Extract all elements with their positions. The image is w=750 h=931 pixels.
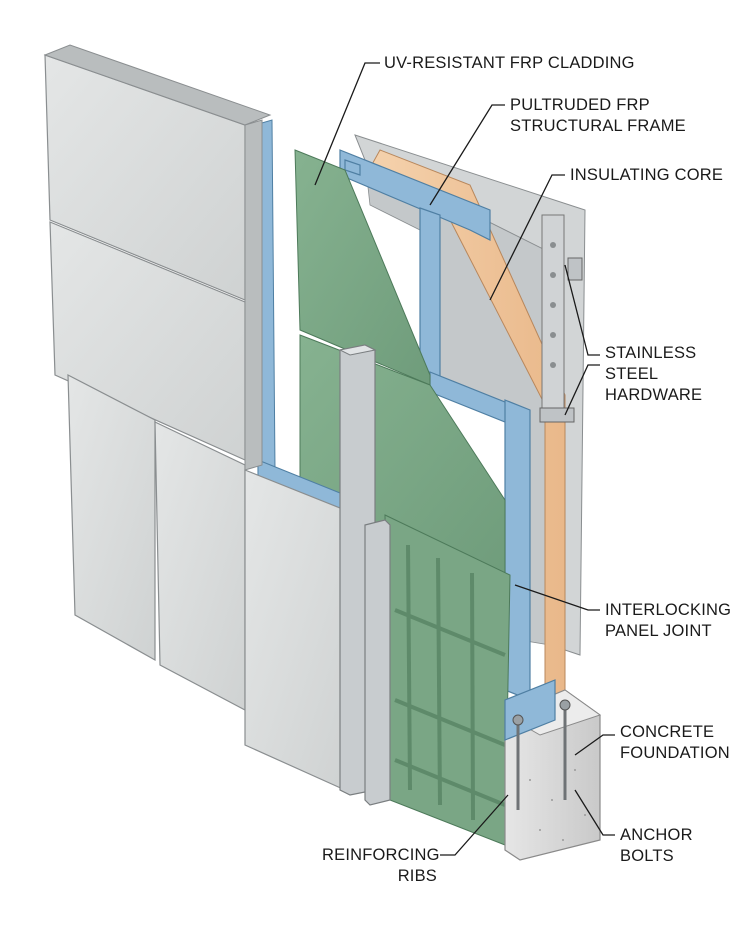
label-line: PULTRUDED FRP (510, 96, 650, 114)
label-line: UV-RESISTANT FRP CLADDING (384, 54, 635, 72)
label-anchor-bolts: ANCHOR BOLTS (620, 825, 693, 867)
label-line: RIBS (397, 867, 437, 885)
label-stainless-hardware: STAINLESS STEEL HARDWARE (605, 343, 702, 406)
label-interlocking-joint: INTERLOCKING PANEL JOINT (605, 600, 731, 642)
label-line: HARDWARE (605, 386, 703, 404)
anchor-bolt-heads (512, 699, 571, 726)
cladding-panel-edges (43, 44, 272, 471)
label-line: ANCHOR (620, 826, 693, 844)
steel-post-lower (364, 519, 391, 806)
concrete-texture (529, 769, 586, 841)
label-line: STAINLESS (605, 344, 697, 362)
label-line: FOUNDATION (620, 744, 730, 762)
leader-lines (314, 62, 615, 856)
label-uv-resistant-cladding: UV-RESISTANT FRP CLADDING (384, 53, 635, 74)
label-line: STRUCTURAL FRAME (510, 117, 686, 135)
reinforcing-ribs (394, 544, 506, 821)
green-sheathing-upper (294, 149, 431, 386)
anchor-bolts (516, 705, 567, 810)
label-insulating-core: INSULATING CORE (570, 165, 723, 186)
label-concrete-foundation: CONCRETE FOUNDATION (620, 722, 730, 764)
steel-hardware-bolts (550, 242, 556, 368)
label-line: BOLTS (620, 847, 674, 865)
frp-cladding-panels (44, 54, 346, 791)
label-line: INSULATING CORE (570, 166, 724, 184)
label-reinforcing-ribs: REINFORCING RIBS (322, 845, 440, 887)
label-line: REINFORCING (322, 846, 440, 864)
label-line: STEEL (605, 365, 659, 383)
steel-hardware-clip (567, 257, 583, 281)
steel-hardware-clip-lower (539, 407, 575, 423)
steel-post-top (338, 344, 377, 356)
label-line: INTERLOCKING (605, 601, 732, 619)
label-pultruded-frame: PULTRUDED FRP STRUCTURAL FRAME (510, 95, 686, 137)
label-line: PANEL JOINT (605, 622, 712, 640)
label-line: CONCRETE (620, 723, 715, 741)
